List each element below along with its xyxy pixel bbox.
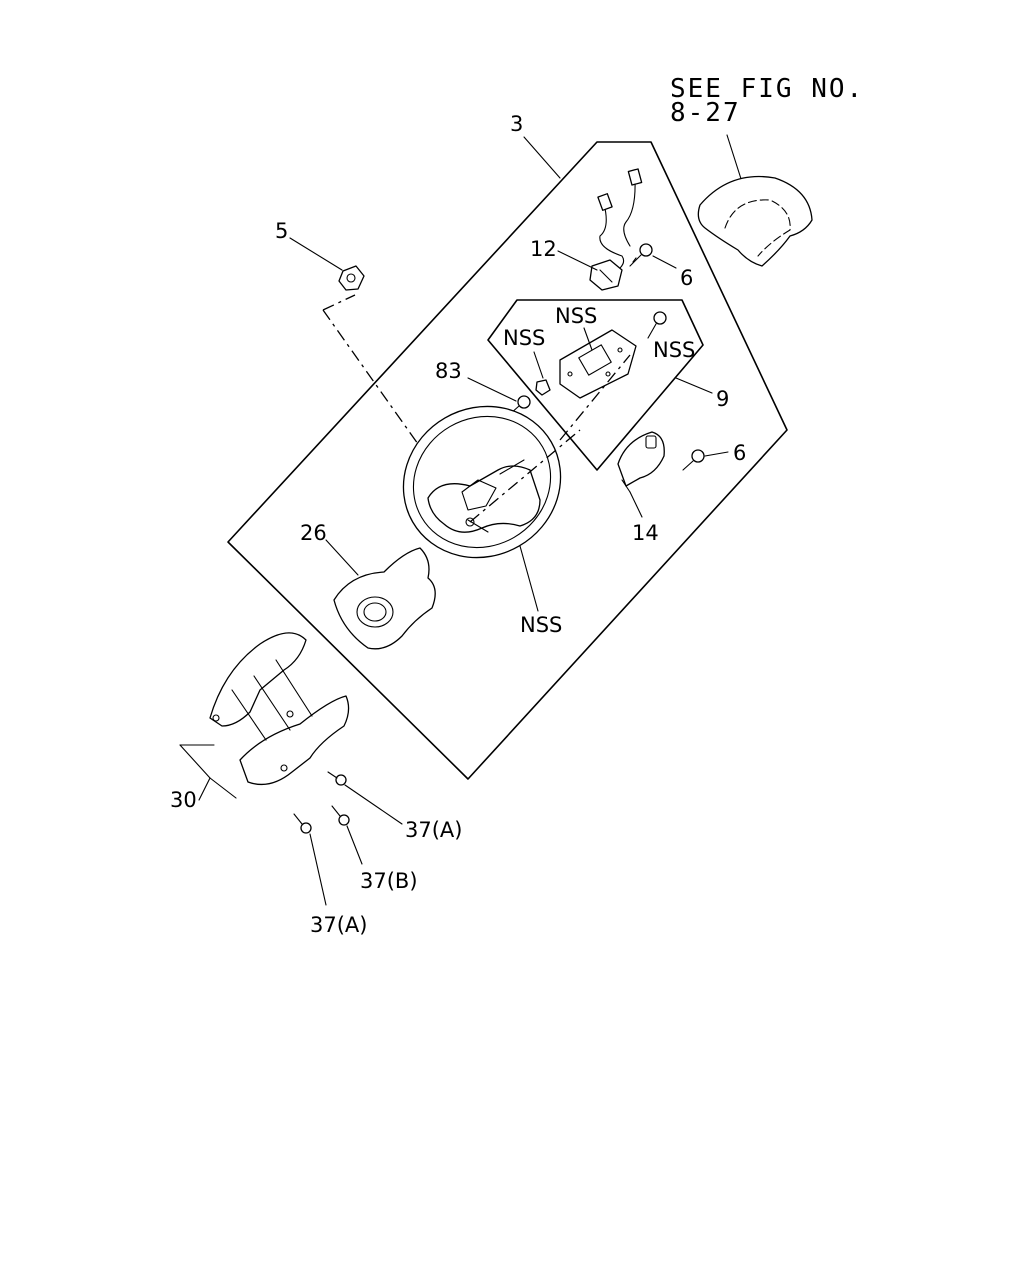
callout-37a-top[interactable]: 37(A) xyxy=(405,818,462,842)
callout-30-leader xyxy=(198,777,211,801)
callout-9[interactable]: 9 xyxy=(716,387,729,411)
callout-6-upper[interactable]: 6 xyxy=(680,266,693,290)
screw-icon-37a-top xyxy=(327,771,347,786)
horn-pad-bracket-outline xyxy=(487,299,704,471)
bolt-icon-lower xyxy=(682,449,705,471)
callout-14[interactable]: 14 xyxy=(632,521,659,545)
see-figure-reference[interactable]: SEE FIG NO. 8-27 xyxy=(670,74,864,128)
callout-37a-bottom[interactable]: 37(A) xyxy=(310,913,367,937)
airbag-cover-part xyxy=(697,175,813,267)
callout-37a-top-leader xyxy=(344,784,403,825)
screw-icon-37b xyxy=(331,805,350,826)
callout-14-leader xyxy=(629,491,643,518)
callout-6-lower-leader xyxy=(704,451,729,457)
callout-37b[interactable]: 37(B) xyxy=(360,869,418,893)
callout-83-leader xyxy=(467,377,517,402)
callout-3-leader xyxy=(523,136,561,179)
horn-plate-part xyxy=(559,329,637,399)
callout-9-leader xyxy=(675,377,713,394)
nss-label-right[interactable]: NSS xyxy=(653,338,695,362)
wheel-centerline xyxy=(469,354,631,523)
callout-83[interactable]: 83 xyxy=(435,359,462,383)
cable-harness-part xyxy=(589,168,643,291)
steering-wheel-part xyxy=(402,405,562,559)
nss-top-leader xyxy=(583,327,593,351)
callout-30[interactable]: 30 xyxy=(170,788,197,812)
callout-12-leader xyxy=(557,250,598,271)
nss-left-leader xyxy=(533,351,544,379)
callout-26-leader xyxy=(325,539,359,576)
callout-6-upper-leader xyxy=(652,255,677,269)
fastener-icon-left xyxy=(535,379,551,396)
callout-5[interactable]: 5 xyxy=(275,219,288,243)
nss-label-bottom[interactable]: NSS xyxy=(520,613,562,637)
callout-37a-bottom-leader xyxy=(309,833,327,906)
callout-26[interactable]: 26 xyxy=(300,521,327,545)
reference-line-1: SEE FIG NO. xyxy=(670,74,864,104)
nss-label-top[interactable]: NSS xyxy=(555,304,597,328)
callout-5-leader xyxy=(289,237,343,271)
callout-12[interactable]: 12 xyxy=(530,237,557,261)
nut-icon xyxy=(338,265,365,291)
callout-37b-leader xyxy=(346,825,363,865)
nss-bottom-leader xyxy=(519,545,539,612)
nss-label-left[interactable]: NSS xyxy=(503,326,545,350)
callout-6-lower[interactable]: 6 xyxy=(733,441,746,465)
reference-line-2: 8-27 xyxy=(670,98,741,128)
bolt-icon-upper xyxy=(629,243,653,267)
callout-3[interactable]: 3 xyxy=(510,112,523,136)
reference-leader xyxy=(726,134,743,183)
steering-wheel-assembly-outline xyxy=(227,141,788,780)
cover-part-26 xyxy=(333,547,436,650)
switch-part-14 xyxy=(617,431,665,493)
screw-icon-37a-bottom xyxy=(293,813,312,834)
screw-icon-right xyxy=(647,311,667,339)
column-cover-part-30 xyxy=(209,632,350,786)
